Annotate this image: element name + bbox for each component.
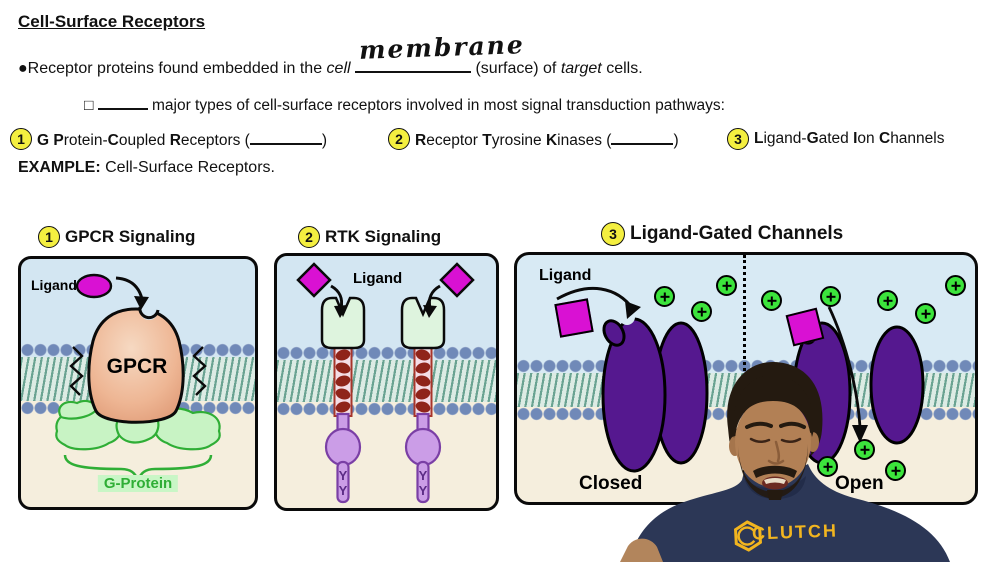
- example-line: EXAMPLE: Cell-Surface Receptors.: [18, 159, 275, 176]
- svg-text:Y: Y: [339, 483, 348, 498]
- clutch-hexagon-icon: [734, 520, 762, 552]
- ligand-label: Ligand: [539, 267, 592, 284]
- cation-icon: [691, 301, 712, 322]
- closed-label: Closed: [579, 473, 643, 494]
- rtk-panel: Y Y Y Y: [274, 253, 499, 511]
- g-protein-shape: [55, 399, 221, 451]
- gpcr-label: GPCR: [106, 355, 168, 378]
- fill-in-blank-rtk: [611, 129, 674, 145]
- rtk-diagram-graphic: Y Y Y Y: [296, 262, 475, 504]
- cation-icon: [820, 286, 841, 307]
- sub-bullet-line: □ major types of cell-surface receptors …: [84, 94, 725, 115]
- membrane-graphic: [277, 346, 496, 416]
- number-badge-gpcr: 1: [38, 226, 60, 248]
- chin-beard: [767, 490, 783, 500]
- presenter-shirt: [630, 464, 950, 562]
- bullet-line: ●Receptor proteins found embedded in the…: [18, 30, 643, 77]
- eyebrow: [779, 421, 806, 429]
- closed-channel-shape: [601, 317, 709, 473]
- gpcr-panel: Ligand GPCR G-Protein: [18, 256, 258, 510]
- shirt-logo-text: CLUTCH: [751, 520, 839, 544]
- zigzag-left: [69, 346, 84, 396]
- rtk-receptor: Y Y: [400, 296, 446, 504]
- panel-1-header: 1 GPCR Signaling: [38, 226, 195, 248]
- svg-text:Y: Y: [339, 468, 348, 483]
- ion-flow-arrow: [827, 306, 862, 428]
- svg-text:Y: Y: [419, 483, 428, 498]
- webcam-presenter: CLUTCH: [620, 350, 1000, 562]
- number-badge-3: 3: [727, 128, 749, 150]
- cation-icon: [654, 286, 675, 307]
- square-bullet-icon: □: [84, 97, 94, 114]
- ligand-square-icon: [554, 298, 594, 338]
- panel-3-header: 3 Ligand-Gated Channels: [601, 222, 843, 246]
- presenter-arm: [620, 538, 663, 562]
- presenter-mustache: [753, 465, 797, 478]
- cation-icon: [915, 303, 936, 324]
- number-badge-1: 1: [10, 128, 32, 150]
- cation-icon: [885, 460, 906, 481]
- cation-icon: [761, 290, 782, 311]
- cation-icon: [817, 456, 838, 477]
- receptor-type-3: 3 Ligand-Gated Ion Channels: [727, 128, 944, 150]
- receptor-type-2: 2 Receptor Tyrosine Kinases (): [388, 128, 679, 150]
- fill-in-blank-gpcr: [249, 129, 322, 145]
- number-badge-rtk: 2: [298, 226, 320, 248]
- page-title: Cell-Surface Receptors: [18, 12, 206, 31]
- ligand-label: Ligand: [353, 270, 403, 287]
- zigzag-right: [192, 346, 207, 396]
- receptor-type-1: 1 G Protein-Coupled Receptors (): [10, 128, 327, 150]
- number-badge-lgic: 3: [601, 222, 625, 246]
- cation-icon: [877, 290, 898, 311]
- number-badge-2: 2: [388, 128, 410, 150]
- closed-eye: [749, 437, 771, 443]
- closed-eye: [780, 437, 802, 443]
- fill-in-blank-membrane: membrane: [355, 30, 525, 73]
- cation-icon: [854, 439, 875, 460]
- gpcr-diagram-graphic: [55, 273, 221, 484]
- handwritten-answer: membrane: [358, 30, 526, 65]
- fill-in-blank-count: [97, 94, 148, 110]
- bullet-icon: ●: [18, 60, 28, 77]
- cation-icon: [716, 275, 737, 296]
- presenter-nose: [767, 440, 785, 465]
- presenter-graphic: [620, 361, 950, 562]
- cation-icon: [945, 275, 966, 296]
- ligand-label: Ligand: [31, 277, 77, 293]
- eyebrow: [745, 421, 773, 429]
- ligand-arrow: [115, 276, 144, 300]
- open-label: Open: [835, 473, 884, 494]
- ligand-diamond-icon: [439, 262, 475, 298]
- rtk-receptor: Y Y: [320, 296, 366, 504]
- svg-text:Y: Y: [419, 468, 428, 483]
- panel-2-header: 2 RTK Signaling: [298, 226, 441, 248]
- ligand-diamond-icon: [296, 262, 332, 298]
- gpcr-receptor-shape: [87, 307, 185, 424]
- g-protein-label: G-Protein: [97, 475, 179, 492]
- presenter-teeth: [764, 478, 786, 484]
- ligand-ellipse-icon: [75, 273, 113, 299]
- presenter-hairline: [733, 375, 814, 438]
- presenter-face: [735, 397, 811, 487]
